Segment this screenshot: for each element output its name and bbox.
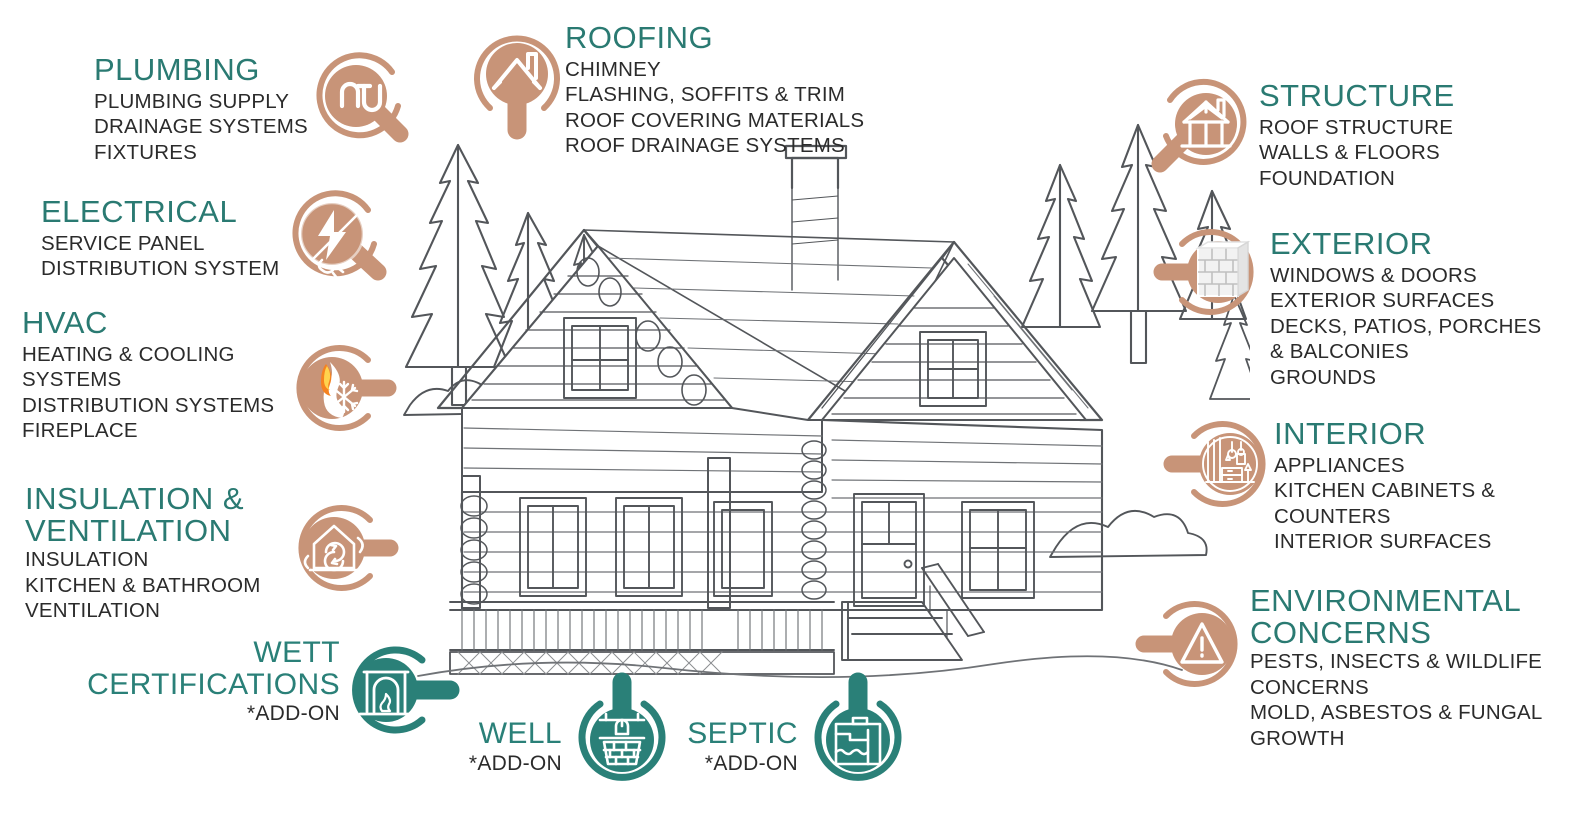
addon-note: *ADD-ON	[246, 702, 340, 725]
addon-well-label: WELL *ADD-ON	[400, 718, 562, 776]
section-title-environmental: ENVIRONMENTAL CONCERNS	[1250, 585, 1542, 648]
roofing-house-magnifier-icon	[464, 26, 570, 146]
list-item: APPLIANCES	[1274, 453, 1405, 477]
list-item: KITCHEN & BATHROOM	[25, 573, 261, 597]
warning-triangle-magnifier-icon	[1134, 592, 1246, 696]
electrical-bolt-magnifier-icon	[282, 184, 390, 288]
section-electrical: ELECTRICAL SERVICE PANEL DISTRIBUTION SY…	[41, 196, 279, 282]
list-item: ROOF COVERING MATERIALS	[565, 108, 865, 132]
list-item: DISTRIBUTION SYSTEMS	[22, 393, 275, 417]
pine-trees-right	[1020, 105, 1250, 575]
fireplace-badge-icon	[338, 638, 462, 742]
list-item: WALLS & FLOORS	[1259, 141, 1440, 165]
insulation-ventilation-magnifier-icon	[288, 498, 400, 598]
list-item: WINDOWS & DOORS	[1270, 263, 1477, 287]
addon-title: WETT CERTIFICATIONS	[60, 637, 340, 700]
section-items-electrical: SERVICE PANEL DISTRIBUTION SYSTEM	[41, 231, 279, 282]
list-item: EXTERIOR SURFACES	[1270, 289, 1495, 313]
section-hvac: HVAC HEATING & COOLING SYSTEMS DISTRIBUT…	[22, 307, 274, 444]
title-line-2: CONCERNS	[1250, 614, 1432, 650]
addon-note: *ADD-ON	[704, 751, 798, 775]
section-structure: STRUCTURE ROOF STRUCTURE WALLS & FLOORS …	[1259, 80, 1455, 191]
list-item: ROOF STRUCTURE	[1259, 115, 1454, 139]
list-item: INSULATION	[25, 548, 149, 572]
addon-septic-label: SEPTIC *ADD-ON	[620, 718, 798, 776]
addon-title-line-1: WETT	[253, 636, 340, 669]
title-line-1: INSULATION &	[25, 481, 245, 516]
section-title-roofing: ROOFING	[565, 20, 714, 55]
list-item: VENTILATION	[25, 599, 161, 623]
list-item: FLASHING, SOFFITS & TRIM	[565, 83, 846, 107]
section-items-environmental: PESTS, INSECTS & WILDLIFE CONCERNS MOLD,…	[1250, 649, 1542, 751]
list-item: GROWTH	[1250, 726, 1345, 750]
list-item: HEATING & COOLING	[22, 342, 235, 366]
section-title-structure: STRUCTURE	[1259, 78, 1455, 113]
section-items-structure: ROOF STRUCTURE WALLS & FLOORS FOUNDATION	[1259, 115, 1455, 192]
addon-title-line-2: CERTIFICATIONS	[87, 667, 340, 701]
list-item: ROOF DRAINAGE SYSTEMS	[565, 134, 845, 158]
log-cabin-illustration	[402, 140, 1192, 680]
section-exterior: EXTERIOR WINDOWS & DOORS EXTERIOR SURFAC…	[1270, 228, 1541, 390]
section-title-plumbing: PLUMBING	[94, 52, 260, 87]
list-item: DRAINAGE SYSTEMS	[94, 115, 308, 139]
section-environmental: ENVIRONMENTAL CONCERNS PESTS, INSECTS & …	[1250, 585, 1542, 751]
list-item: DISTRIBUTION SYSTEM	[41, 257, 280, 281]
list-item: FIXTURES	[94, 140, 197, 164]
list-item: DECKS, PATIOS, PORCHES	[1270, 314, 1542, 338]
section-title-exterior: EXTERIOR	[1270, 226, 1433, 261]
section-items-hvac: HEATING & COOLING SYSTEMS DISTRIBUTION S…	[22, 342, 274, 444]
structure-frame-magnifier-icon	[1148, 74, 1256, 178]
section-items-exterior: WINDOWS & DOORS EXTERIOR SURFACES DECKS,…	[1270, 263, 1541, 391]
section-title-insulation: INSULATION & VENTILATION	[25, 483, 261, 546]
section-roofing: ROOFING CHIMNEY FLASHING, SOFFITS & TRIM…	[565, 22, 864, 159]
section-title-interior: INTERIOR	[1274, 416, 1427, 451]
list-item: CHIMNEY	[565, 57, 661, 81]
title-line-1: ENVIRONMENTAL	[1250, 583, 1522, 618]
list-item: COUNTERS	[1274, 504, 1391, 528]
interior-room-magnifier-icon	[1162, 412, 1274, 516]
addon-note: *ADD-ON	[468, 751, 562, 775]
section-items-roofing: CHIMNEY FLASHING, SOFFITS & TRIM ROOF CO…	[565, 57, 864, 159]
addon-title-line-1: SEPTIC	[687, 717, 798, 750]
addon-title-line-1: WELL	[478, 717, 562, 750]
list-item: KITCHEN CABINETS &	[1274, 479, 1496, 503]
list-item: PESTS, INSECTS & WILDLIFE	[1250, 650, 1543, 674]
exterior-brick-magnifier-icon	[1152, 222, 1264, 322]
list-item: GROUNDS	[1270, 365, 1377, 389]
section-title-electrical: ELECTRICAL	[41, 194, 238, 229]
title-line-2: VENTILATION	[25, 512, 232, 548]
list-item: INTERIOR SURFACES	[1274, 530, 1492, 554]
septic-tank-badge-icon	[806, 668, 910, 790]
list-item: PLUMBING SUPPLY	[94, 89, 290, 113]
plumbing-pipe-magnifier-icon	[308, 44, 412, 148]
list-item: FOUNDATION	[1259, 166, 1396, 190]
list-item: SYSTEMS	[22, 368, 122, 392]
section-items-interior: APPLIANCES KITCHEN CABINETS & COUNTERS I…	[1274, 453, 1495, 555]
list-item: CONCERNS	[1250, 675, 1369, 699]
section-items-insulation: INSULATION KITCHEN & BATHROOM VENTILATIO…	[25, 547, 261, 624]
list-item: FIREPLACE	[22, 419, 138, 443]
water-well-badge-icon	[570, 668, 674, 790]
list-item: & BALCONIES	[1270, 340, 1409, 364]
addon-wett-label: WETT CERTIFICATIONS *ADD-ON	[60, 637, 340, 726]
list-item: SERVICE PANEL	[41, 231, 205, 255]
section-items-plumbing: PLUMBING SUPPLY DRAINAGE SYSTEMS FIXTURE…	[94, 89, 308, 166]
hvac-flame-snowflake-magnifier-icon	[286, 338, 398, 438]
section-interior: INTERIOR APPLIANCES KITCHEN CABINETS & C…	[1274, 418, 1495, 555]
section-plumbing: PLUMBING PLUMBING SUPPLY DRAINAGE SYSTEM…	[94, 54, 308, 165]
section-insulation: INSULATION & VENTILATION INSULATION KITC…	[25, 483, 261, 624]
section-title-hvac: HVAC	[22, 305, 108, 340]
list-item: MOLD, ASBESTOS & FUNGAL	[1250, 701, 1543, 725]
